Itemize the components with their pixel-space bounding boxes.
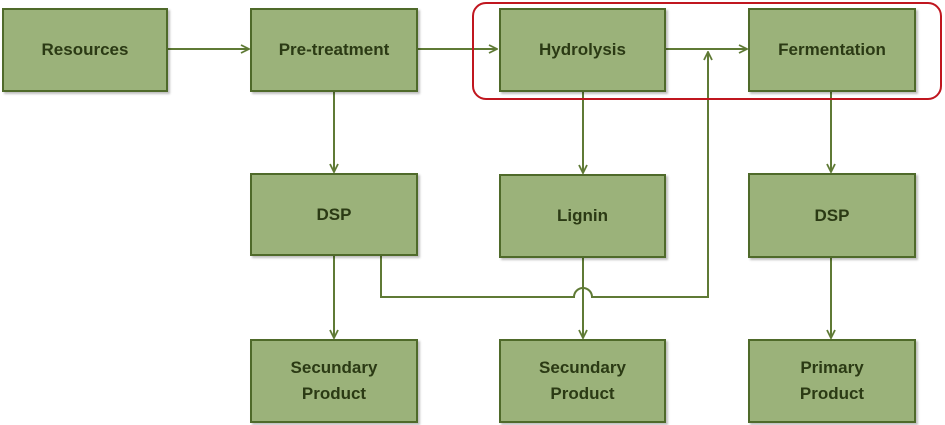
secondary-product-middle-label: Secundary Product [539, 358, 626, 403]
resources-label: Resources [41, 40, 129, 59]
dsp-right-label: DSP [814, 205, 850, 225]
primary-product-label: Primary Product [799, 358, 865, 403]
secondary-product-left-label: Secundary Product [290, 358, 378, 403]
arrow-dsp-recycle-to-fermentation [380, 52, 708, 298]
hydrolysis-fermentation-highlight [472, 2, 942, 100]
secondary-product-left-node: Secundary Product [250, 339, 418, 423]
fermentation-label: Fermentation [778, 40, 886, 59]
lignin-label: Lignin [557, 206, 608, 225]
resources-node: Resources [2, 8, 168, 92]
pretreatment-node: Pre-treatment [250, 8, 418, 92]
dsp-left-node: DSP [250, 173, 418, 256]
hydrolysis-label: Hydrolysis [539, 40, 626, 59]
dsp-left-label: DSP [316, 204, 352, 224]
hydrolysis-node: Hydrolysis [499, 8, 666, 92]
secondary-product-middle-node: Secundary Product [499, 339, 666, 423]
dsp-right-node: DSP [748, 173, 916, 258]
fermentation-node: Fermentation [748, 8, 916, 92]
lignin-node: Lignin [499, 174, 666, 258]
pretreatment-label: Pre-treatment [278, 40, 390, 59]
primary-product-node: Primary Product [748, 339, 916, 423]
